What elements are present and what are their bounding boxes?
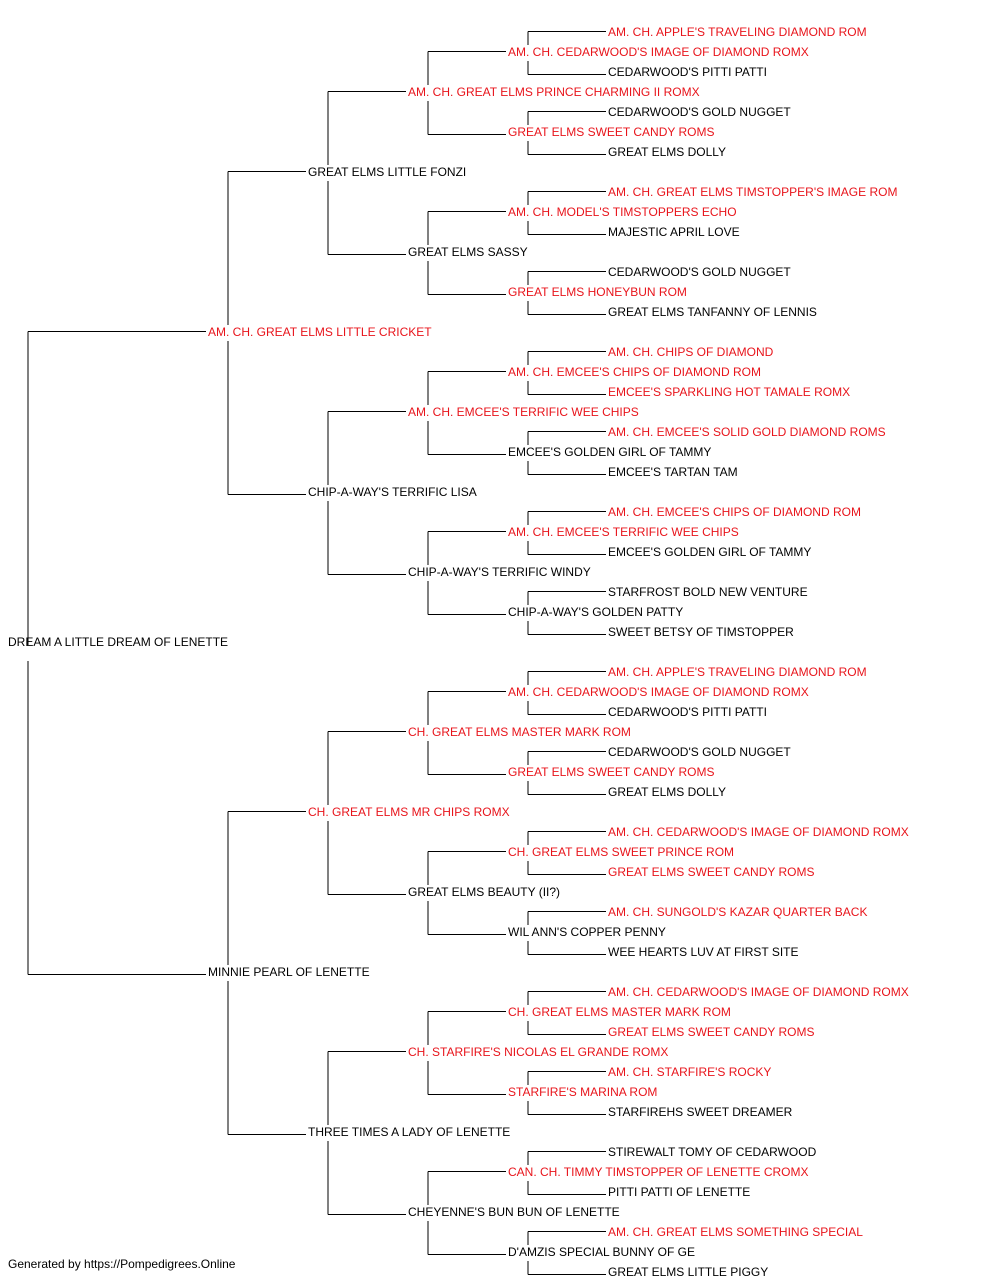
dam-name: SWEET BETSY OF TIMSTOPPER bbox=[608, 625, 794, 639]
dam-name: EMCEE'S SPARKLING HOT TAMALE ROMX bbox=[608, 385, 850, 399]
dam-name: CHIP-A-WAY'S TERRIFIC WINDY bbox=[408, 565, 591, 579]
sire-name: AM. CH. GREAT ELMS SOMETHING SPECIAL bbox=[608, 1225, 863, 1239]
dam-name: PITTI PATTI OF LENETTE bbox=[608, 1185, 750, 1199]
sire-name: AM. CH. MODEL'S TIMSTOPPERS ECHO bbox=[508, 205, 737, 219]
dam-name: D'AMZIS SPECIAL BUNNY OF GE bbox=[508, 1245, 695, 1259]
dam-name: GREAT ELMS TANFANNY OF LENNIS bbox=[608, 305, 817, 319]
dam-name: GREAT ELMS SWEET CANDY ROMS bbox=[608, 1025, 814, 1039]
sire-name: AM. CH. GREAT ELMS PRINCE CHARMING II RO… bbox=[408, 85, 700, 99]
dam-name: GREAT ELMS DOLLY bbox=[608, 785, 726, 799]
sire-name: CH. STARFIRE'S NICOLAS EL GRANDE ROMX bbox=[408, 1045, 668, 1059]
dam-name: GREAT ELMS DOLLY bbox=[608, 145, 726, 159]
dam-name: CHIP-A-WAY'S TERRIFIC LISA bbox=[308, 485, 477, 499]
sire-name: STARFROST BOLD NEW VENTURE bbox=[608, 585, 808, 599]
footer-credit: Generated by https://Pompedigrees.Online bbox=[8, 1257, 236, 1271]
sire-name: AM. CH. GREAT ELMS TIMSTOPPER'S IMAGE RO… bbox=[608, 185, 897, 199]
sire-name: CH. GREAT ELMS MR CHIPS ROMX bbox=[308, 805, 510, 819]
dam-name: STARFIRE'S MARINA ROM bbox=[508, 1085, 657, 1099]
sire-name: AM. CH. CEDARWOOD'S IMAGE OF DIAMOND ROM… bbox=[608, 985, 909, 999]
sire-name: GREAT ELMS LITTLE FONZI bbox=[308, 165, 466, 179]
dam-name: MAJESTIC APRIL LOVE bbox=[608, 225, 740, 239]
dam-name: MINNIE PEARL OF LENETTE bbox=[208, 965, 370, 979]
dam-name: THREE TIMES A LADY OF LENETTE bbox=[308, 1125, 510, 1139]
sire-name: AM. CH. CEDARWOOD'S IMAGE OF DIAMOND ROM… bbox=[508, 685, 809, 699]
sire-name: STIREWALT TOMY OF CEDARWOOD bbox=[608, 1145, 817, 1159]
dam-name: CHIP-A-WAY'S GOLDEN PATTY bbox=[508, 605, 683, 619]
sire-name: AM. CH. EMCEE'S SOLID GOLD DIAMOND ROMS bbox=[608, 425, 886, 439]
sire-name: AM. CH. GREAT ELMS LITTLE CRICKET bbox=[208, 325, 432, 339]
dam-name: GREAT ELMS HONEYBUN ROM bbox=[508, 285, 687, 299]
dam-name: GREAT ELMS SASSY bbox=[408, 245, 528, 259]
dam-name: EMCEE'S GOLDEN GIRL OF TAMMY bbox=[508, 445, 711, 459]
dam-name: GREAT ELMS LITTLE PIGGY bbox=[608, 1265, 768, 1279]
sire-name: CAN. CH. TIMMY TIMSTOPPER OF LENETTE CRO… bbox=[508, 1165, 808, 1179]
dam-name: GREAT ELMS SWEET CANDY ROMS bbox=[508, 765, 714, 779]
sire-name: AM. CH. EMCEE'S TERRIFIC WEE CHIPS bbox=[508, 525, 739, 539]
subject-dog-name: DREAM A LITTLE DREAM OF LENETTE bbox=[8, 635, 228, 649]
sire-name: CH. GREAT ELMS MASTER MARK ROM bbox=[508, 1005, 731, 1019]
dam-name: CEDARWOOD'S PITTI PATTI bbox=[608, 65, 767, 79]
dam-name: WEE HEARTS LUV AT FIRST SITE bbox=[608, 945, 799, 959]
sire-name: AM. CH. CEDARWOOD'S IMAGE OF DIAMOND ROM… bbox=[608, 825, 909, 839]
sire-name: CEDARWOOD'S GOLD NUGGET bbox=[608, 265, 791, 279]
dam-name: EMCEE'S GOLDEN GIRL OF TAMMY bbox=[608, 545, 811, 559]
sire-name: AM. CH. EMCEE'S CHIPS OF DIAMOND ROM bbox=[608, 505, 861, 519]
sire-name: CEDARWOOD'S GOLD NUGGET bbox=[608, 745, 791, 759]
sire-name: AM. CH. STARFIRE'S ROCKY bbox=[608, 1065, 771, 1079]
dam-name: EMCEE'S TARTAN TAM bbox=[608, 465, 738, 479]
sire-name: AM. CH. APPLE'S TRAVELING DIAMOND ROM bbox=[608, 25, 867, 39]
dam-name: CEDARWOOD'S PITTI PATTI bbox=[608, 705, 767, 719]
sire-name: AM. CH. EMCEE'S CHIPS OF DIAMOND ROM bbox=[508, 365, 761, 379]
sire-name: AM. CH. EMCEE'S TERRIFIC WEE CHIPS bbox=[408, 405, 639, 419]
dam-name: STARFIREHS SWEET DREAMER bbox=[608, 1105, 793, 1119]
sire-name: CH. GREAT ELMS SWEET PRINCE ROM bbox=[508, 845, 734, 859]
dam-name: GREAT ELMS SWEET CANDY ROMS bbox=[608, 865, 814, 879]
dam-name: GREAT ELMS SWEET CANDY ROMS bbox=[508, 125, 714, 139]
sire-name: AM. CH. SUNGOLD'S KAZAR QUARTER BACK bbox=[608, 905, 867, 919]
sire-name: AM. CH. APPLE'S TRAVELING DIAMOND ROM bbox=[608, 665, 867, 679]
dam-name: WIL ANN'S COPPER PENNY bbox=[508, 925, 666, 939]
sire-name: CH. GREAT ELMS MASTER MARK ROM bbox=[408, 725, 631, 739]
sire-name: AM. CH. CEDARWOOD'S IMAGE OF DIAMOND ROM… bbox=[508, 45, 809, 59]
sire-name: CEDARWOOD'S GOLD NUGGET bbox=[608, 105, 791, 119]
dam-name: CHEYENNE'S BUN BUN OF LENETTE bbox=[408, 1205, 620, 1219]
sire-name: AM. CH. CHIPS OF DIAMOND bbox=[608, 345, 774, 359]
dam-name: GREAT ELMS BEAUTY (II?) bbox=[408, 885, 560, 899]
